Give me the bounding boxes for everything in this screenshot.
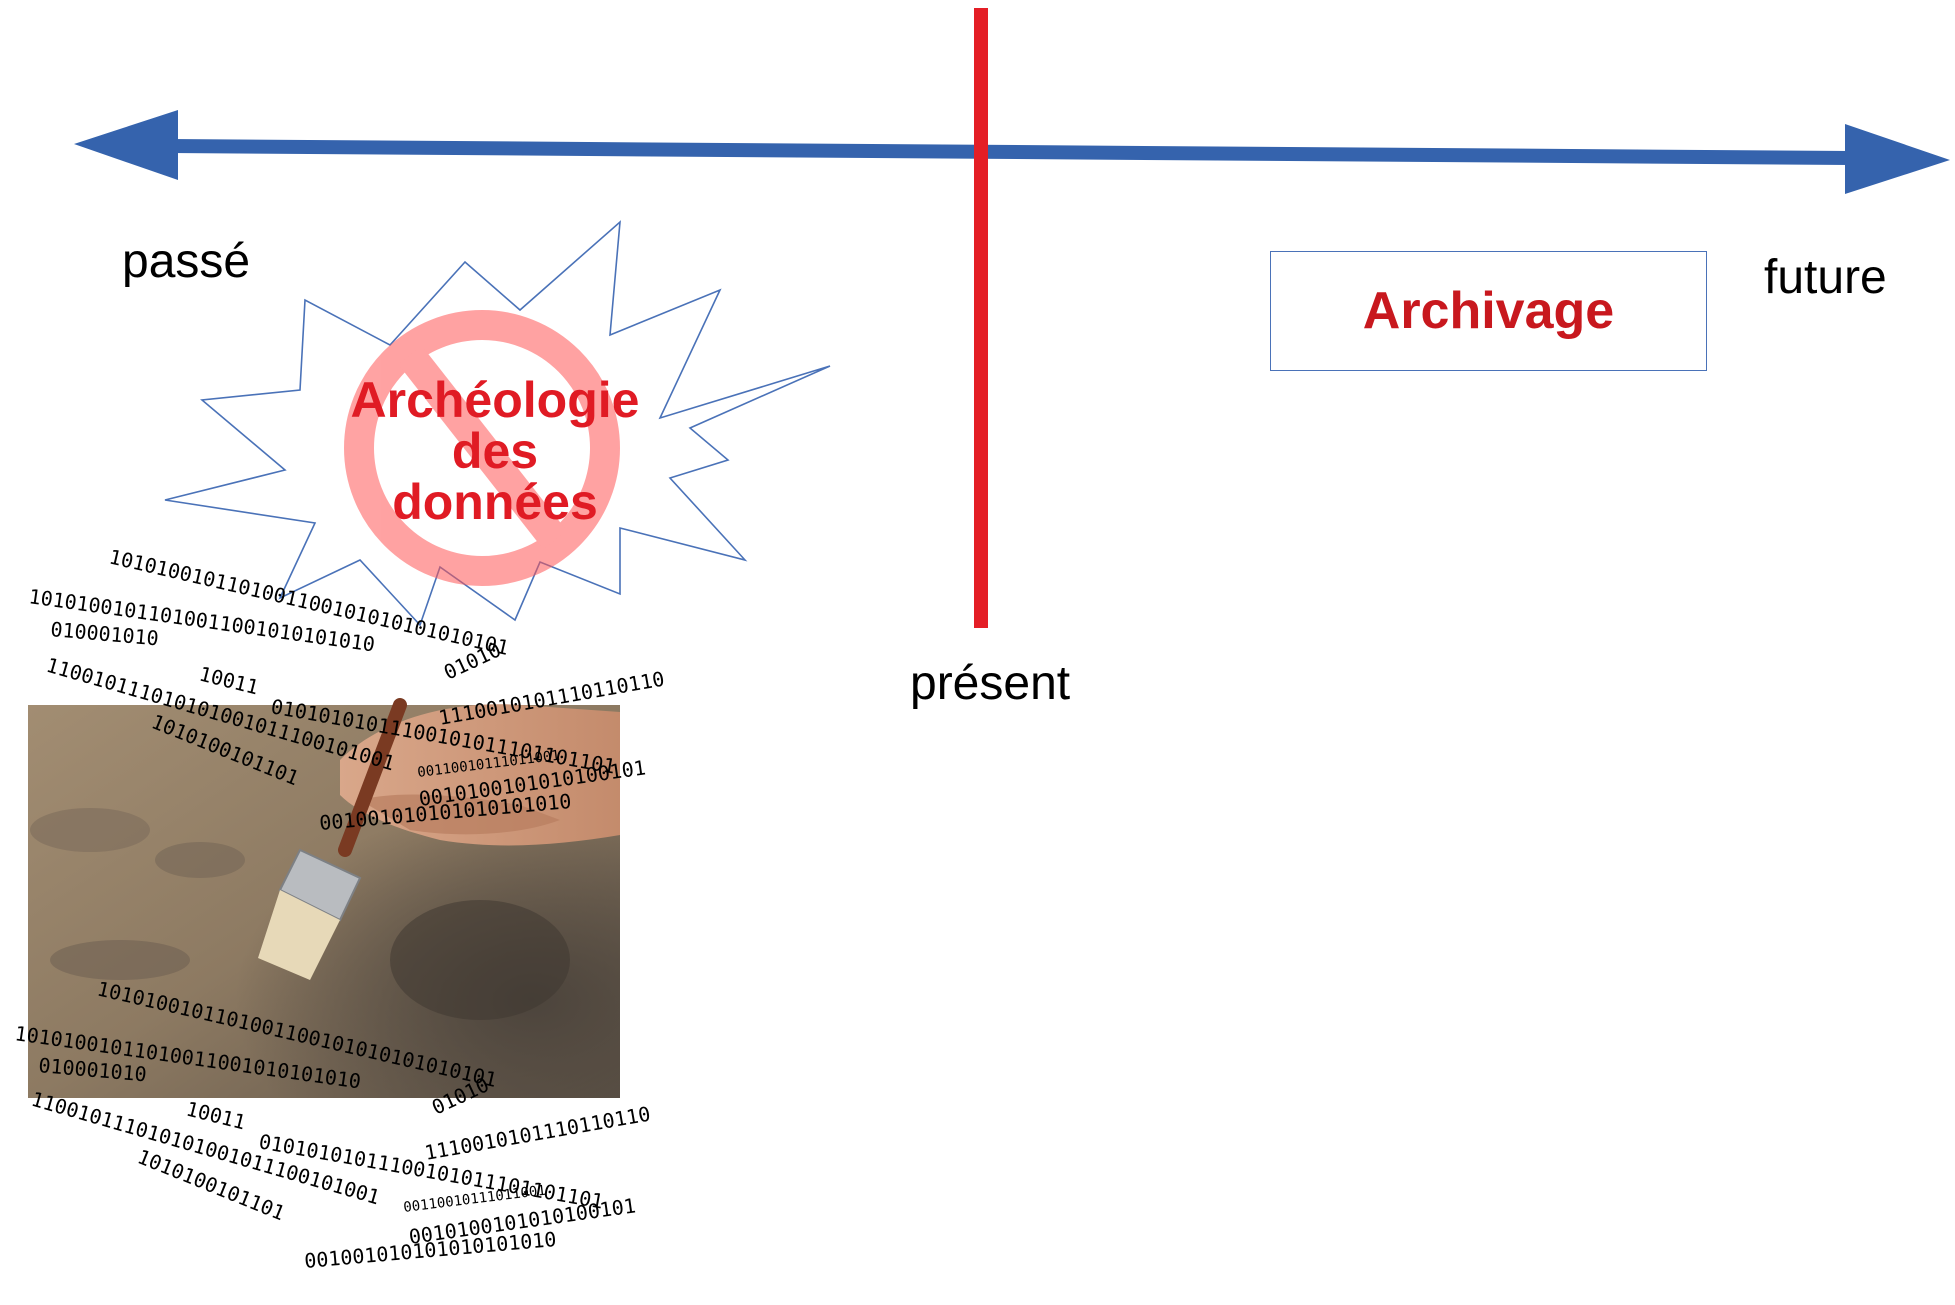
- future-label: future: [1764, 251, 1887, 304]
- archive-box: Archivage: [1270, 251, 1707, 371]
- past-arrowhead-icon: [74, 110, 178, 180]
- past-label: passé: [122, 235, 251, 288]
- no-entry-icon: [344, 310, 620, 586]
- binary-stream: 10011: [197, 662, 261, 700]
- future-arrowhead-icon: [1845, 124, 1950, 194]
- archeology-line-1: Archéologie: [350, 372, 640, 428]
- binary-stream: 1110010101110110110: [423, 1102, 652, 1165]
- timeline-axis: [74, 110, 1950, 194]
- binary-stream: 10011: [184, 1097, 248, 1135]
- present-label: présent: [910, 657, 1071, 710]
- archive-label: Archivage: [1362, 282, 1615, 340]
- data-archeology-label: Archéologie des données: [330, 375, 660, 528]
- archeology-line-3: données: [392, 474, 598, 530]
- archaeologist-brush-photo: [28, 698, 620, 1098]
- archeology-line-2: des: [451, 423, 539, 479]
